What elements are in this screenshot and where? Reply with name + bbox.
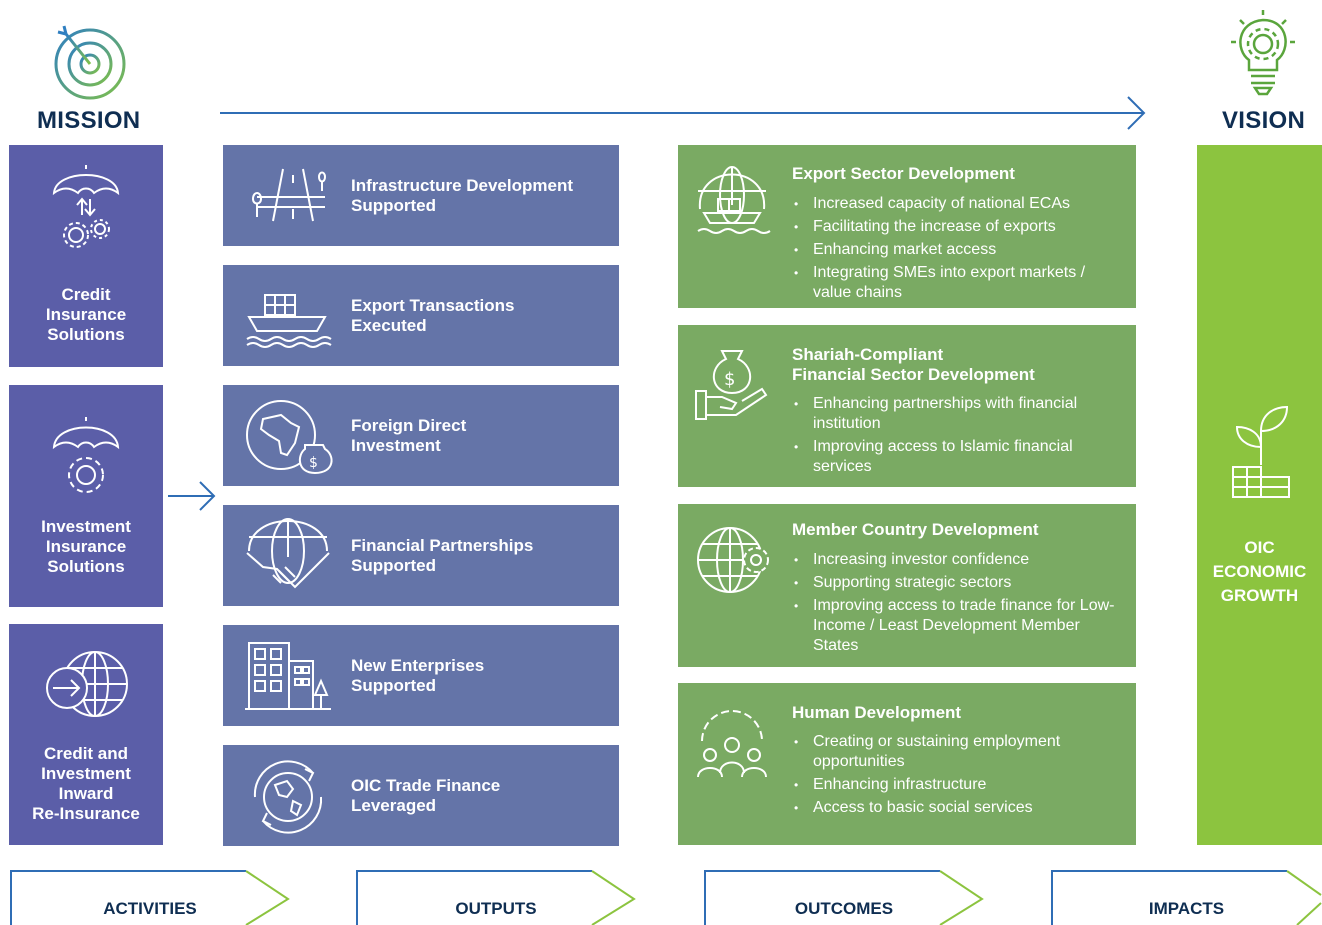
lightbulb-icon [1231,10,1295,96]
outcome-bullet: Enhancing partnerships with financial in… [792,394,1122,434]
outcome-bullet: Supporting strategic sectors [792,573,1122,593]
outcome-bullet: Enhancing infrastructure [792,775,1122,795]
stage-label: OUTCOMES [794,899,894,918]
output-label: New Enterprises Supported [351,655,485,695]
stage-tab-impacts: IMPACTS [1051,869,1322,925]
vision-box: OIC ECONOMIC GROWTH [1197,145,1322,845]
output-label: Export Transactions Executed [351,295,515,335]
vision-heading: VISION [1222,107,1306,134]
outcome-member-country: Member Country Development Increasing in… [678,504,1136,667]
buildings-icon [245,642,331,710]
output-infrastructure: Infrastructure Development Supported [223,145,619,246]
outcome-bullet: Improving access to trade finance for Lo… [792,596,1122,656]
outcome-bullet: Facilitating the increase of exports [792,217,1122,237]
globe-ship-icon [697,166,771,234]
globe-cycle-icon [253,760,323,834]
long-arrow [220,96,1146,130]
outcome-export-sector: Export Sector Development Increased capa… [678,145,1136,308]
activity-credit-insurance: Credit Insurance Solutions [9,145,163,367]
output-fdi: $ Foreign Direct Investment [223,385,619,486]
outcome-title: Export Sector Development [792,164,1015,183]
umbrella-gear-icon [52,417,120,493]
outcome-bullets: Creating or sustaining employment opport… [792,732,1122,821]
cargo-ship-icon [246,294,332,348]
activity-reinsurance: Credit and Investment Inward Re-Insuranc… [9,624,163,845]
svg-text:$: $ [309,455,318,471]
output-label: Infrastructure Development Supported [351,175,573,215]
outcome-title: Human Development [792,703,962,722]
umbrella-gears-icon [52,165,120,248]
outcome-shariah-financial: $ Shariah-Compliant Financial Sector Dev… [678,325,1136,487]
road-plants-icon [251,168,327,222]
stage-tab-outcomes: OUTCOMES [704,869,984,925]
output-label: OIC Trade Finance Leveraged [351,775,501,815]
target-icon [54,25,126,100]
stage-tab-outputs: OUTPUTS [356,869,636,925]
outcome-bullets: Enhancing partnerships with financial in… [792,394,1122,480]
africa-globe-money-icon: $ [246,400,333,475]
small-arrow [168,481,216,511]
outcome-bullet: Improving access to Islamic financial se… [792,437,1122,477]
stage-label: ACTIVITIES [103,899,197,918]
sprout-coins-icon [1232,405,1290,498]
output-label: Financial Partnerships Supported [351,535,534,575]
outcome-bullet: Increasing investor confidence [792,550,1122,570]
outcome-bullet: Enhancing market access [792,240,1122,260]
outcome-bullets: Increasing investor confidence Supportin… [792,550,1122,659]
handshake-globe-icon [246,518,330,589]
outcome-title: Shariah-Compliant Financial Sector Devel… [792,345,1035,384]
output-new-enterprises: New Enterprises Supported [223,625,619,726]
outcome-title: Member Country Development [792,520,1039,539]
activity-label: Investment Insurance Solutions [41,517,131,576]
hand-money-bag-icon: $ [695,350,768,420]
mission-heading: MISSION [37,107,141,134]
people-gear-icon [697,710,767,778]
outcome-bullet: Integrating SMEs into export markets / v… [792,263,1122,303]
stage-label: OUTPUTS [455,899,537,918]
activity-label: Credit and Investment Inward Re-Insuranc… [32,744,140,823]
output-financial-partnerships: Financial Partnerships Supported [223,505,619,606]
globe-arrow-icon [46,651,128,717]
activity-investment-insurance: Investment Insurance Solutions [9,385,163,607]
vision-box-label: OIC ECONOMIC GROWTH [1212,538,1307,605]
outcome-bullet: Increased capacity of national ECAs [792,194,1122,214]
output-trade-finance: OIC Trade Finance Leveraged [223,745,619,846]
output-label: Foreign Direct Investment [351,415,467,455]
stage-label: IMPACTS [1148,899,1225,918]
output-export-transactions: Export Transactions Executed [223,265,619,366]
stage-tab-activities: ACTIVITIES [10,869,290,925]
outcome-bullet: Access to basic social services [792,798,1122,818]
outcome-bullet: Creating or sustaining employment opport… [792,732,1122,772]
activity-label: Credit Insurance Solutions [45,285,127,344]
globe-gear-icon [697,527,769,593]
svg-text:$: $ [724,369,735,390]
outcome-bullets: Increased capacity of national ECAs Faci… [792,194,1122,306]
outcome-human-development: Human Development Creating or sustaining… [678,683,1136,845]
